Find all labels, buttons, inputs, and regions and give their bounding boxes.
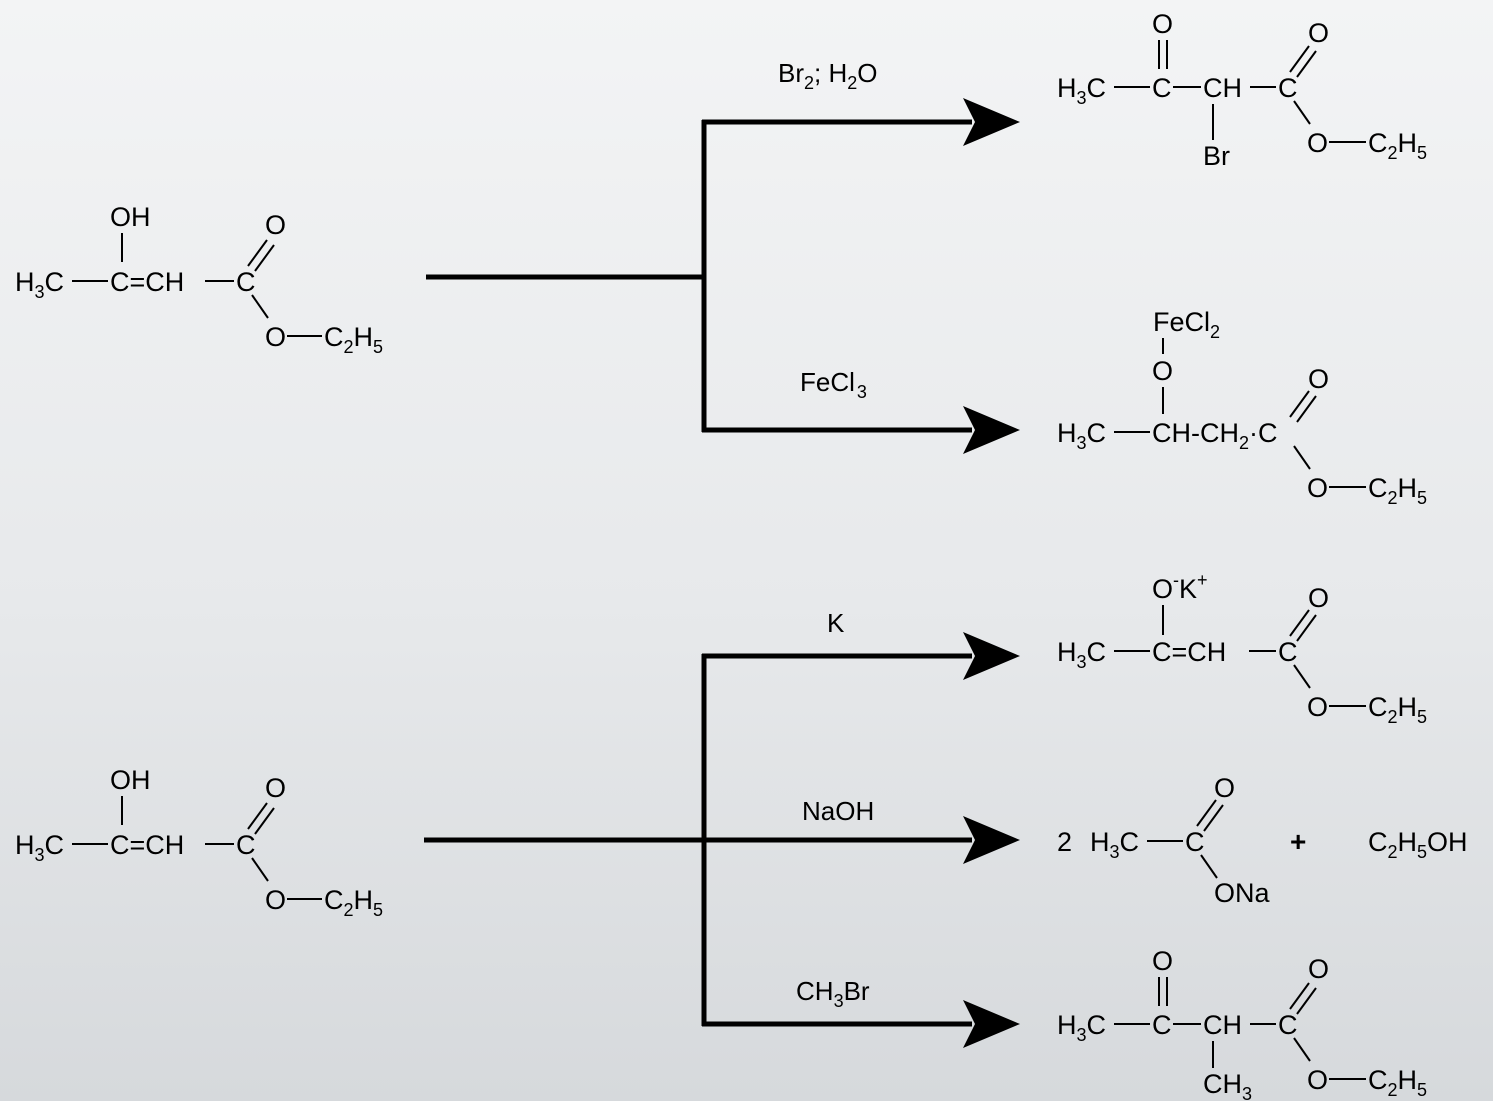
- methyl-label: H3C: [1057, 73, 1106, 108]
- ketone-carbon-label: C: [1152, 1010, 1172, 1040]
- bond: [251, 294, 269, 319]
- carboxylate-carbon-label: C: [1185, 827, 1205, 857]
- ester-carbon-label: C: [1278, 637, 1298, 667]
- carbonyl-oxygen-label: O: [1308, 364, 1329, 394]
- carbonyl-oxygen-label: O: [1308, 583, 1329, 613]
- hydroxyl-label: OH: [110, 202, 151, 232]
- ethanol-label: C2H5OH: [1368, 827, 1468, 862]
- ethyl-label: C2H5: [1368, 1065, 1427, 1100]
- methyl-label: H3C: [1090, 827, 1139, 862]
- ester-oxygen-label: O: [1307, 473, 1328, 503]
- ester-oxygen-label: O: [265, 885, 286, 915]
- bond: [1200, 854, 1218, 879]
- double-bond: [1289, 390, 1310, 418]
- iron-dichloride-label: FeCl2: [1153, 307, 1220, 342]
- arrowhead: [963, 816, 1020, 864]
- arrowhead: [963, 632, 1020, 680]
- enolate-oxygen-label: O-K+: [1152, 570, 1208, 604]
- reactant-bottom: OH H3C C=CH C O O C2H5: [15, 765, 383, 920]
- product-potassium-enolate: O-K+ H3C C=CH C O O C2H5: [1057, 570, 1427, 727]
- bromine-label: Br: [1203, 141, 1230, 171]
- enol-carbons-label: C=CH: [1152, 637, 1226, 667]
- double-bond: [247, 802, 268, 830]
- double-bond: [1203, 804, 1224, 832]
- arrows-bottom: [424, 653, 972, 1027]
- ester-oxygen-label: O: [1307, 692, 1328, 722]
- ethyl-label: C2H5: [324, 885, 383, 920]
- ester-carbon-label: C: [1278, 73, 1298, 103]
- product-sodium-acetate-ethanol: 2 H3C C O ONa + C2H5OH: [1057, 773, 1468, 908]
- methyl-label: H3C: [1057, 637, 1106, 672]
- double-bond: [1196, 799, 1217, 827]
- chain-label: CH-CH2·C: [1152, 418, 1278, 453]
- arrowhead: [963, 406, 1020, 454]
- ethyl-label: C2H5: [1368, 473, 1427, 508]
- ester-oxygen-label: O: [265, 322, 286, 352]
- arrowhead: [963, 1000, 1020, 1048]
- reagent-sodium-hydroxide: NaOH: [802, 796, 874, 826]
- methyl-label: H3C: [15, 267, 64, 302]
- double-bond: [254, 807, 275, 835]
- double-bond: [1289, 45, 1310, 73]
- reagent-methyl-bromide: CH3Br: [796, 976, 870, 1011]
- bond: [251, 857, 269, 882]
- product-methyl-ketoester: O H3C C CH CH3 C O O C2H5: [1057, 946, 1427, 1101]
- alpha-carbon-label: CH: [1203, 1010, 1242, 1040]
- carbonyl-oxygen-label: O: [1214, 773, 1235, 803]
- double-bond: [1296, 395, 1317, 423]
- double-bond: [1296, 50, 1317, 78]
- ketone-oxygen-label: O: [1152, 946, 1173, 976]
- double-bond: [1296, 614, 1317, 642]
- bond: [1293, 445, 1311, 470]
- carbonyl-oxygen-label: O: [1308, 18, 1329, 48]
- carbonyl-oxygen-label: O: [265, 773, 286, 803]
- reagent-bromine-water: Br2; H2O: [778, 58, 878, 93]
- carbonyl-carbon-label: C: [236, 267, 256, 297]
- double-bond: [247, 239, 268, 267]
- enol-carbons-label: C=CH: [110, 267, 184, 297]
- bond: [1293, 1037, 1311, 1062]
- ketone-oxygen-label: O: [1152, 9, 1173, 39]
- arrowhead: [963, 98, 1020, 146]
- methyl-substituent-label: CH3: [1203, 1069, 1252, 1101]
- ethyl-label: C2H5: [1368, 692, 1427, 727]
- ketone-carbon-label: C: [1152, 73, 1172, 103]
- hydroxyl-label: OH: [110, 765, 151, 795]
- carbonyl-oxygen-label: O: [1308, 954, 1329, 984]
- product-iron-complex: FeCl2 O H3C CH-CH2·C O O C2H5: [1057, 307, 1427, 508]
- oxygen-label: O: [1152, 356, 1173, 386]
- coefficient-label: 2: [1057, 827, 1072, 857]
- bond: [1293, 100, 1311, 125]
- ester-oxygen-label: O: [1307, 128, 1328, 158]
- methyl-label: H3C: [15, 830, 64, 865]
- ethyl-label: C2H5: [1368, 128, 1427, 163]
- sodium-oxide-label: ONa: [1214, 878, 1271, 908]
- ester-oxygen-label: O: [1307, 1065, 1328, 1095]
- carbonyl-carbon-label: C: [236, 830, 256, 860]
- double-bond: [1289, 609, 1310, 637]
- double-bond: [254, 244, 275, 272]
- arrows-top: [426, 119, 972, 433]
- reactant-top: OH H3C C=CH C O O C2H5: [15, 202, 383, 357]
- alpha-carbon-label: CH: [1203, 73, 1242, 103]
- plus-sign: +: [1290, 826, 1306, 857]
- bond: [1293, 664, 1311, 689]
- methyl-label: H3C: [1057, 1010, 1106, 1045]
- carbonyl-oxygen-label: O: [265, 210, 286, 240]
- enol-carbons-label: C=CH: [110, 830, 184, 860]
- double-bond: [1296, 987, 1317, 1015]
- ester-carbon-label: C: [1278, 1010, 1298, 1040]
- methyl-label: H3C: [1057, 418, 1106, 453]
- ethyl-label: C2H5: [324, 322, 383, 357]
- reagent-potassium: K: [827, 608, 845, 638]
- double-bond: [1289, 982, 1310, 1010]
- product-bromo-ketoester: O H3C C CH Br C O O C2H5: [1057, 9, 1427, 171]
